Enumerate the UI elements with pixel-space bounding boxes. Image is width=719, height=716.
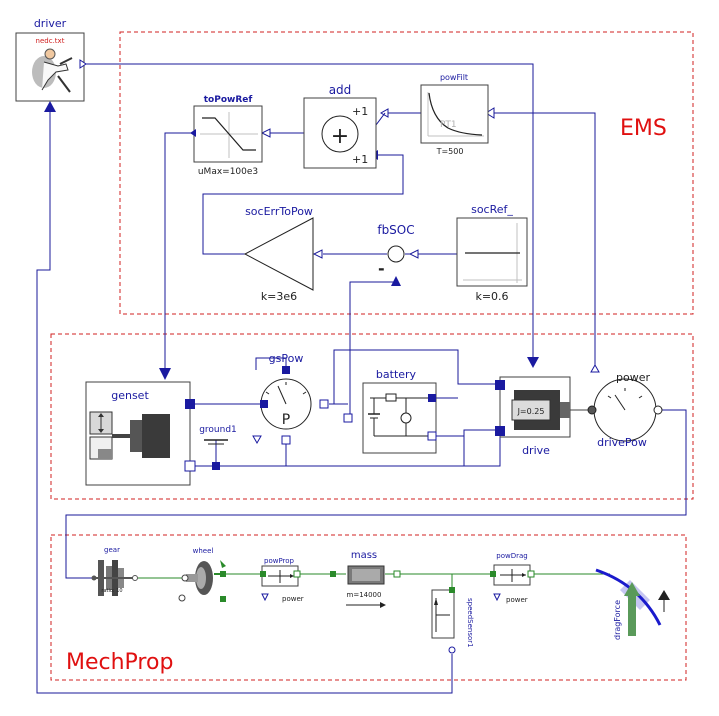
gear-label: gear [104,546,120,554]
toPowRef-label: toPowRef [204,95,253,105]
mass-param: m=14000 [347,591,382,599]
powFilt-block[interactable]: powFilt PT1 T=500 [420,73,489,156]
gsPow-label: gsPow [269,352,304,365]
toPowRef-block[interactable]: toPowRef uMax=100e3 [190,95,263,177]
battery-block[interactable]: battery [343,368,437,454]
speedSensor-block[interactable]: speedSensor1 [431,587,474,654]
powDrag-block[interactable]: powDrag power [490,552,535,604]
ground-label: ground1 [199,425,237,435]
mass-block[interactable]: mass m=14000 [330,550,401,608]
drag-force-icon [595,568,670,636]
wheel-block[interactable]: wheel [178,547,226,602]
socRef-label: socRef_ [471,203,513,216]
power-meter-icon [268,570,294,583]
dragForce-label: dragForce [613,600,622,640]
powFilt-param: T=500 [436,147,464,156]
speedSensor-label: speedSensor1 [466,598,474,648]
electric-connections [190,349,501,467]
drive-param: J=0.25 [517,407,545,416]
add-label: add [329,83,352,97]
speedometer-icon [434,598,450,632]
electric-region [50,333,694,500]
powFilt-label: powFilt [440,73,468,82]
power-sensor-block[interactable]: power drivePow [587,363,663,449]
socRef-block[interactable]: socRef_ k=0.6 [456,203,528,303]
driver-label: driver [34,17,67,30]
power-gauge-icon [607,388,643,411]
motor-icon [511,390,570,430]
powFilt-inner-label: PT1 [440,120,457,130]
socErrToPow-label: socErrToPow [245,205,313,218]
ground-block[interactable]: ground1 [199,425,237,470]
battery-circuit-icon [368,393,430,437]
ems-region [119,31,694,315]
gauge-needle-icon [265,382,307,405]
add-block[interactable]: add + +1 +1 [303,83,377,169]
ems-label: EMS [620,116,667,141]
wheel-icon [186,560,226,595]
drive-label: drive [522,444,550,457]
drivePow-label: drivePow [597,436,647,449]
wheel-label: wheel [193,547,214,555]
battery-label: battery [376,368,417,381]
gearbox-icon [94,560,136,596]
powProp-sub: power [282,595,304,603]
power-meter-icon-2 [500,569,526,582]
powDrag-sub: power [506,596,528,604]
engine-generator-icon [89,411,170,460]
limiter-icon [200,112,258,158]
signal-connections [36,63,687,694]
add-k2: +1 [352,153,368,166]
driver-figure-icon [32,48,73,93]
fbSOC-block[interactable]: fbSOC - [377,223,414,278]
dragForce-block[interactable]: dragForce [595,568,670,640]
mass-label: mass [351,550,377,561]
gear-param: ratio: 10 [101,588,122,594]
mechprop-region [50,534,687,681]
socRef-param: k=0.6 [475,290,508,303]
power-label: power [616,371,650,384]
constant-icon [463,223,522,283]
powProp-block[interactable]: powProp power [260,557,304,603]
genset-label: genset [111,389,149,402]
genset-block[interactable]: genset [85,381,196,486]
plus-icon: + [331,124,349,149]
fbSOC-minus: - [378,259,385,278]
add-k1: +1 [352,105,368,118]
mechprop-label: MechProp [66,650,173,675]
fbSOC-label: fbSOC [377,223,414,237]
gsPow-block[interactable]: gsPow P [252,352,329,445]
drive-block[interactable]: drive J=0.25 [495,376,571,457]
driver-file-label: nedc.txt [36,37,65,45]
pt1-curve-icon [427,92,484,137]
driver-block[interactable]: driver nedc.txt [15,17,87,102]
powProp-label: powProp [264,557,295,565]
powDrag-label: powDrag [496,552,527,560]
toPowRef-param: uMax=100e3 [198,167,258,177]
gear-block[interactable]: gear ratio: 10 [91,546,138,596]
socErrToPow-block[interactable]: socErrToPow k=3e6 [243,205,314,303]
socErrToPow-param: k=3e6 [261,290,297,303]
gsPow-symbol: P [282,412,290,428]
